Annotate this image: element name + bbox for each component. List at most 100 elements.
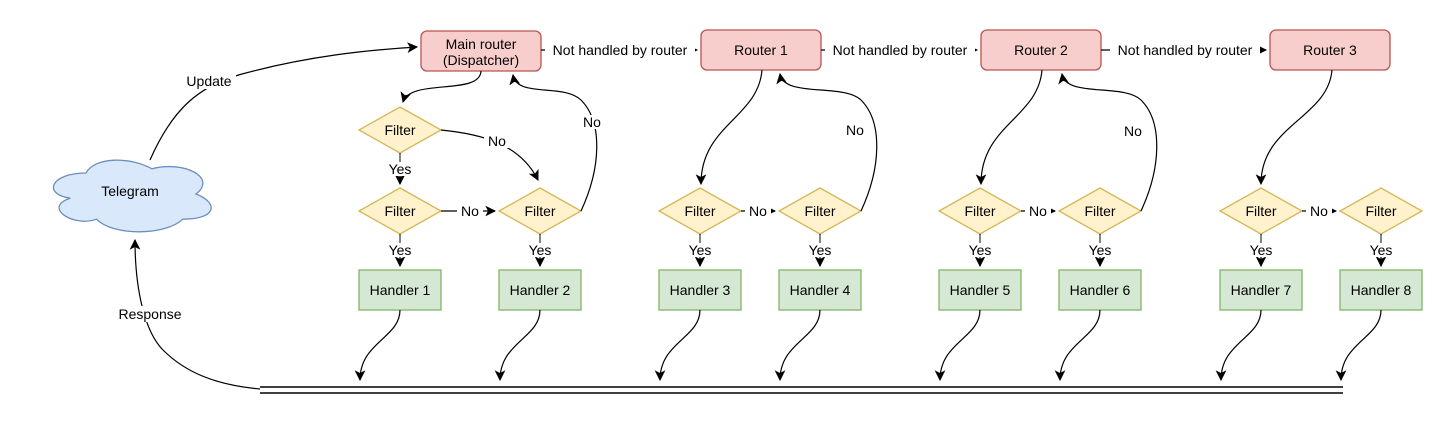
handler-4-to-bus-edge	[774, 309, 821, 382]
no-label-bg-b	[457, 204, 483, 218]
not-handled-edge-1: Not handled by router	[541, 42, 699, 58]
no-label-c: No	[583, 114, 601, 130]
router-3-box	[1269, 29, 1391, 71]
router1-to-filter-edge	[695, 69, 763, 186]
filter-label-2: Filter	[524, 203, 555, 219]
router-1-column: Filter Filter No No Yes Yes Handler 3 Ha…	[654, 69, 878, 382]
filter-label-3: Filter	[684, 203, 715, 219]
handler-7-label: Handler 7	[1231, 282, 1292, 298]
yes-label-bg-7	[1246, 243, 1276, 257]
no-label-bg-e	[842, 123, 868, 137]
router2-to-filter-edge	[975, 69, 1043, 186]
filter-label-5: Filter	[964, 203, 995, 219]
handler-5-to-bus-edge	[934, 309, 981, 382]
handler-2-label: Handler 2	[510, 282, 571, 298]
update-edge-label: Update	[186, 73, 231, 89]
yes-label-bg-4	[805, 243, 835, 257]
no-label-b: No	[461, 203, 479, 219]
telegram-cloud	[52, 159, 212, 233]
filter-label-0: Filter	[384, 122, 415, 138]
not-handled-label-bg-3	[1110, 42, 1260, 58]
handler-1-to-bus-edge	[354, 309, 401, 382]
yes-label-7: Yes	[1250, 242, 1273, 258]
yes-label-bg-8	[1366, 243, 1396, 257]
handler-3-label: Handler 3	[670, 282, 731, 298]
update-edge	[149, 42, 419, 161]
yes-label-bg-1	[385, 243, 415, 257]
no-label-h: No	[1310, 203, 1328, 219]
yes-label-1: Yes	[389, 242, 412, 258]
main-router-label-line1: Main router	[446, 36, 517, 52]
handler-2-to-bus-edge	[494, 309, 541, 382]
response-edge-label: Response	[118, 306, 181, 322]
no-label-a: No	[488, 133, 506, 149]
telegram-cloud-label: Telegram	[101, 183, 159, 199]
yes-label-bg-5	[965, 243, 995, 257]
no-label-bg-d	[745, 204, 771, 218]
router-3-label: Router 3	[1303, 42, 1357, 58]
filter2-no-return-edge	[509, 73, 598, 212]
no-label-bg-f	[1025, 204, 1051, 218]
main-router-column: Filter No Yes Filter Filter No No Yes Ye…	[354, 70, 605, 382]
filter-label-4: Filter	[804, 203, 835, 219]
handler-1-box	[358, 269, 442, 311]
yes-label-bg-3	[685, 243, 715, 257]
not-handled-edge-3: Not handled by router	[1101, 42, 1268, 58]
yes-label-6: Yes	[1089, 242, 1112, 258]
not-handled-label-2: Not handled by router	[833, 42, 968, 58]
handler-3-to-bus-edge	[654, 309, 701, 382]
yes-label-bg-6	[1085, 243, 1115, 257]
not-handled-edge-2: Not handled by router	[821, 42, 979, 58]
handler-7-to-bus-edge	[1215, 309, 1262, 382]
filter6-no-return-edge	[1058, 72, 1158, 212]
no-label-d: No	[749, 203, 767, 219]
no-label-bg-h	[1306, 204, 1332, 218]
yes-label-3: Yes	[689, 242, 712, 258]
response-label-bg	[114, 306, 186, 322]
filter4-no-return-edge	[776, 72, 878, 212]
no-label-e: No	[846, 122, 864, 138]
no-label-bg-c	[579, 115, 605, 129]
main-router-label-line2: (Dispatcher)	[443, 52, 519, 68]
yes-label-bg-2	[525, 243, 555, 257]
handler-1-label: Handler 1	[370, 282, 431, 298]
yes-label-5: Yes	[969, 242, 992, 258]
not-handled-label-bg-1	[545, 42, 695, 58]
not-handled-label-3: Not handled by router	[1118, 42, 1253, 58]
yes-label-bg-0	[385, 162, 415, 176]
no-label-f: No	[1029, 203, 1047, 219]
response-edge	[129, 238, 261, 390]
no-label-g: No	[1124, 123, 1142, 139]
not-handled-label-1: Not handled by router	[553, 42, 688, 58]
handler-6-box	[1058, 269, 1142, 311]
yes-label-0: Yes	[389, 161, 412, 177]
handler-2-box	[498, 269, 582, 311]
filter-label-6: Filter	[1084, 203, 1115, 219]
no-label-bg-a	[484, 134, 510, 148]
handler-4-label: Handler 4	[790, 282, 851, 298]
not-handled-label-bg-2	[825, 42, 975, 58]
handler-8-box	[1339, 269, 1423, 311]
filter-label-8: Filter	[1365, 203, 1396, 219]
router-3-column: Filter Filter No Yes Yes Handler 7 Handl…	[1215, 69, 1424, 382]
handler-4-box	[778, 269, 862, 311]
update-label-bg	[182, 73, 236, 89]
yes-label-2: Yes	[529, 242, 552, 258]
handler-5-label: Handler 5	[950, 282, 1011, 298]
yes-label-4: Yes	[809, 242, 832, 258]
filter-label-7: Filter	[1245, 203, 1276, 219]
handler-6-label: Handler 6	[1070, 282, 1131, 298]
router-2-column: Filter Filter No No Yes Yes Handler 5 Ha…	[934, 69, 1158, 382]
handler-8-to-bus-edge	[1335, 309, 1382, 382]
router3-to-filter-edge	[1255, 69, 1333, 186]
handler-7-box	[1219, 269, 1303, 311]
filter-label-1: Filter	[384, 203, 415, 219]
router-1-label: Router 1	[734, 42, 788, 58]
main-router-to-filter-edge	[400, 70, 482, 104]
yes-label-8: Yes	[1370, 242, 1393, 258]
handler-3-box	[658, 269, 742, 311]
no-label-bg-g	[1120, 124, 1146, 138]
handler-8-label: Handler 8	[1351, 282, 1412, 298]
